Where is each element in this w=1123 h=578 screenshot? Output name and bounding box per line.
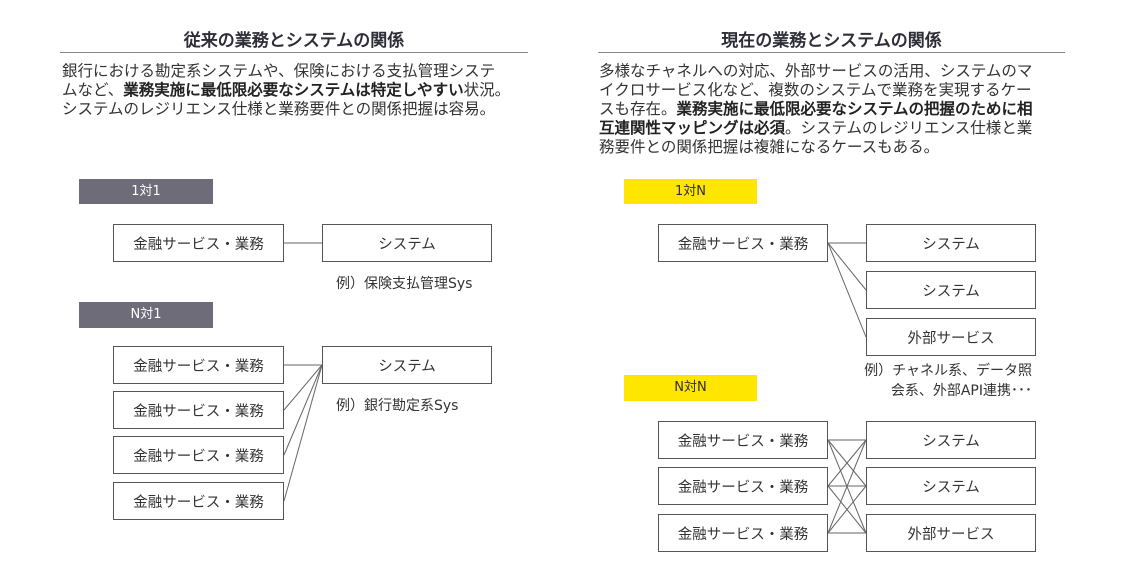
connector-line [827, 439, 867, 534]
connector-line [827, 485, 867, 534]
text: 。システムのレジリエンス仕様と業 [785, 119, 1033, 137]
divider [598, 52, 1065, 53]
business-box: 金融サービス・業務 [658, 224, 828, 262]
business-box: 金融サービス・業務 [658, 467, 828, 505]
system-box: システム [322, 224, 492, 262]
example-text: 例）チャネル系、データ照 会系、外部API連携･･･ [836, 361, 1032, 401]
system-box: システム [866, 271, 1036, 309]
left-description: 銀行における勘定系システムや、保険における支払管理システ ムなど、業務実施に最低… [62, 62, 510, 119]
connector-line [283, 364, 323, 502]
connector-line [827, 242, 867, 291]
connector-line [283, 364, 323, 411]
right-description: 多様なチャネルへの対応、外部サービスの活用、システムのマ イクロサービス化など、… [599, 62, 1033, 157]
example-text: 例）銀行勘定系Sys [336, 398, 459, 414]
example-line: 会系、外部API連携･･･ [890, 383, 1032, 399]
system-box: システム [866, 224, 1036, 262]
business-box: 金融サービス・業務 [658, 421, 828, 459]
external-service-box: 外部サービス [866, 514, 1036, 552]
business-box: 金融サービス・業務 [658, 514, 828, 552]
text: 銀行における勘定系システムや、保険における支払管理システ [62, 62, 496, 80]
connector-line [827, 439, 867, 487]
business-box: 金融サービス・業務 [113, 436, 284, 474]
connector-line [827, 242, 867, 338]
tag-n-to-1: N対1 [79, 302, 213, 328]
system-box: システム [866, 467, 1036, 505]
example-line: 例）チャネル系、データ照 [864, 363, 1032, 379]
right-title: 現在の業務とシステムの関係 [721, 31, 942, 51]
tag-n-to-n: N対N [624, 375, 757, 401]
external-service-box: 外部サービス [866, 318, 1036, 356]
text: イクロサービス化など、複数のシステムで業務を実現するケー [599, 81, 1032, 99]
bold-text: 業務実施に最低限必要なシステムの把握のために相 [676, 100, 1033, 118]
text: 務要件との関係把握は複雑になるケースもある。 [599, 138, 940, 156]
business-box: 金融サービス・業務 [113, 346, 284, 384]
text: システムのレジリエンス仕様と業務要件との関係把握は容易。 [62, 100, 496, 118]
tag-1-to-1: 1対1 [79, 179, 213, 204]
left-title: 従来の業務とシステムの関係 [183, 31, 405, 51]
system-box: システム [322, 346, 492, 384]
text: 多様なチャネルへの対応、外部サービスの活用、システムのマ [599, 62, 1033, 80]
tag-1-to-n: 1対N [624, 179, 757, 204]
bold-text: 互連関性マッピングは必須 [599, 119, 786, 137]
divider [60, 52, 528, 53]
example-text: 例）保険支払管理Sys [336, 276, 473, 292]
text: ムなど、 [62, 81, 124, 99]
system-box: システム [866, 421, 1036, 459]
bold-text: 業務実施に最低限必要なシステムは特定しやすい [123, 81, 464, 99]
business-box: 金融サービス・業務 [113, 482, 284, 520]
business-box: 金融サービス・業務 [113, 224, 284, 262]
business-box: 金融サービス・業務 [113, 391, 284, 429]
text: 状況。 [463, 81, 511, 99]
text: スも存在。 [599, 100, 677, 118]
connector-line [283, 364, 323, 456]
